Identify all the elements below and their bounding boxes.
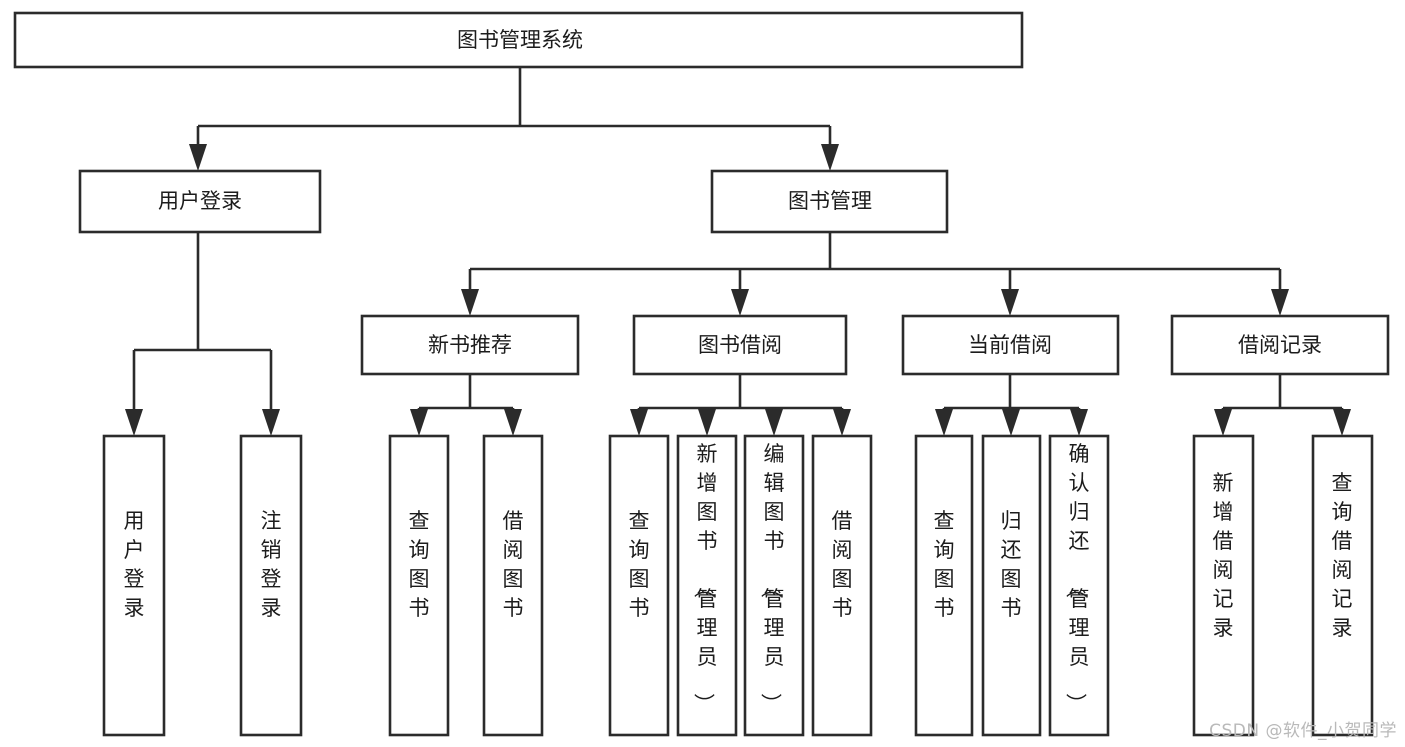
leaf-box-borrow-book-2[interactable] [811, 434, 873, 737]
arrow-head-leaf-add-record [1214, 409, 1232, 436]
leaf-label-query-book-2: 查询图书 [629, 509, 650, 620]
node-root-system[interactable]: 图书管理系统 [13, 11, 1024, 69]
leaf-box-query-book-2[interactable] [608, 434, 670, 737]
arrow-head-leaf-query-record [1333, 409, 1351, 436]
arrow-head-leaf-return-book [1002, 409, 1020, 436]
leaf-node-return-book[interactable]: 归还图书 [981, 434, 1042, 737]
connector-group-book-mgmt [461, 232, 1289, 316]
leaf-box-query-book-1[interactable] [388, 434, 450, 737]
arrow-head-leaf-query-book-1 [410, 409, 428, 436]
arrow-head-user-login [189, 144, 207, 171]
leaf-node-query-book-3[interactable]: 查询图书 [914, 434, 974, 737]
node-label-book-management: 图书管理 [788, 189, 872, 213]
node-label-user-login: 用户登录 [158, 189, 242, 213]
leaf-box-user-login[interactable] [102, 434, 166, 737]
connector-group-new-book [410, 374, 522, 436]
arrow-head-leaf-query-book-3 [935, 409, 953, 436]
leaf-label-query-borrow-record: 查询借阅记录 [1332, 471, 1353, 640]
leaf-label-logout: 注销登录 [261, 509, 282, 620]
arrow-head-borrow-record [1271, 289, 1289, 316]
leaf-node-logout[interactable]: 注销登录 [239, 434, 303, 737]
node-borrow-record[interactable]: 借阅记录 [1170, 314, 1390, 376]
arrow-head-borrow [731, 289, 749, 316]
node-box-borrow-record[interactable] [1170, 314, 1390, 376]
leaf-node-add-book-admin[interactable]: 新增图书（管理员） [676, 434, 738, 737]
node-label-book-borrow: 图书借阅 [698, 333, 782, 357]
leaf-box-query-book-3[interactable] [914, 434, 974, 737]
leaf-label-query-book-3: 查询图书 [934, 509, 955, 620]
node-current-borrow[interactable]: 当前借阅 [901, 314, 1120, 376]
arrow-head-leaf-borrow-book-2 [833, 409, 851, 436]
arrow-head-leaf-edit-book [765, 409, 783, 436]
leaf-label-edit-book-admin: 编辑图书（管理员） [759, 442, 785, 714]
arrow-head-new-book [461, 289, 479, 316]
node-label-new-book-recommend: 新书推荐 [428, 333, 512, 357]
leaf-label-user-login: 用户登录 [124, 509, 145, 620]
arrow-head-leaf-user-login [125, 409, 143, 436]
node-box-book-management[interactable] [710, 169, 949, 234]
node-book-management[interactable]: 图书管理 [710, 169, 949, 234]
arrow-head-leaf-borrow-book-1 [504, 409, 522, 436]
leaf-box-logout[interactable] [239, 434, 303, 737]
leaf-node-add-borrow-record[interactable]: 新增借阅记录 [1192, 434, 1255, 737]
leaf-node-borrow-book-1[interactable]: 借阅图书 [482, 434, 544, 737]
node-new-book-recommend[interactable]: 新书推荐 [360, 314, 580, 376]
leaf-box-return-book[interactable] [981, 434, 1042, 737]
leaf-label-borrow-book-2: 借阅图书 [832, 509, 853, 620]
leaf-box-add-borrow-record[interactable] [1192, 434, 1255, 737]
leaf-node-borrow-book-2[interactable]: 借阅图书 [811, 434, 873, 737]
connector-group-borrow [630, 374, 851, 436]
arrow-head-leaf-confirm-return [1070, 409, 1088, 436]
connector-group-borrow-record [1214, 374, 1351, 436]
leaf-node-user-login[interactable]: 用户登录 [102, 434, 166, 737]
arrow-head-leaf-logout [262, 409, 280, 436]
node-label-borrow-record: 借阅记录 [1238, 333, 1322, 357]
leaf-label-add-book-admin: 新增图书（管理员） [692, 442, 718, 714]
arrow-head-book-mgmt [821, 144, 839, 171]
node-box-user-login[interactable] [78, 169, 322, 234]
node-label-root: 图书管理系统 [457, 28, 583, 52]
leaf-label-confirm-return-admin: 确认归还（管理员） [1064, 442, 1090, 714]
leaf-node-query-book-2[interactable]: 查询图书 [608, 434, 670, 737]
node-box-current-borrow[interactable] [901, 314, 1120, 376]
leaf-box-borrow-book-1[interactable] [482, 434, 544, 737]
leaf-node-query-borrow-record[interactable]: 查询借阅记录 [1311, 434, 1374, 737]
node-label-current-borrow: 当前借阅 [968, 333, 1052, 357]
leaf-box-edit-book-admin[interactable] [743, 434, 805, 737]
leaf-box-add-book-admin[interactable] [676, 434, 738, 737]
leaf-label-borrow-book-1: 借阅图书 [503, 509, 524, 620]
connector-group-current-borrow [935, 374, 1088, 436]
leaf-node-query-book-1[interactable]: 查询图书 [388, 434, 450, 737]
leaf-node-edit-book-admin[interactable]: 编辑图书（管理员） [743, 434, 805, 737]
arrow-head-leaf-add-book [698, 409, 716, 436]
arrow-head-leaf-query-book-2 [630, 409, 648, 436]
node-user-login[interactable]: 用户登录 [78, 169, 322, 234]
leaf-label-add-borrow-record: 新增借阅记录 [1213, 471, 1234, 640]
node-box-book-borrow[interactable] [632, 314, 848, 376]
connector-group-user-login [125, 232, 280, 436]
connector-group-root [189, 67, 839, 171]
arrow-head-current-borrow [1001, 289, 1019, 316]
csdn-watermark: CSDN @软件_小贺同学 [1209, 721, 1397, 741]
leaf-box-confirm-return-admin[interactable] [1048, 434, 1110, 737]
node-book-borrow[interactable]: 图书借阅 [632, 314, 848, 376]
node-box-root[interactable] [13, 11, 1024, 69]
leaf-label-query-book-1: 查询图书 [409, 509, 430, 620]
leaf-box-query-borrow-record[interactable] [1311, 434, 1374, 737]
leaf-label-return-book: 归还图书 [1001, 509, 1022, 620]
node-box-new-book-recommend[interactable] [360, 314, 580, 376]
leaf-node-confirm-return-admin[interactable]: 确认归还（管理员） [1048, 434, 1110, 737]
